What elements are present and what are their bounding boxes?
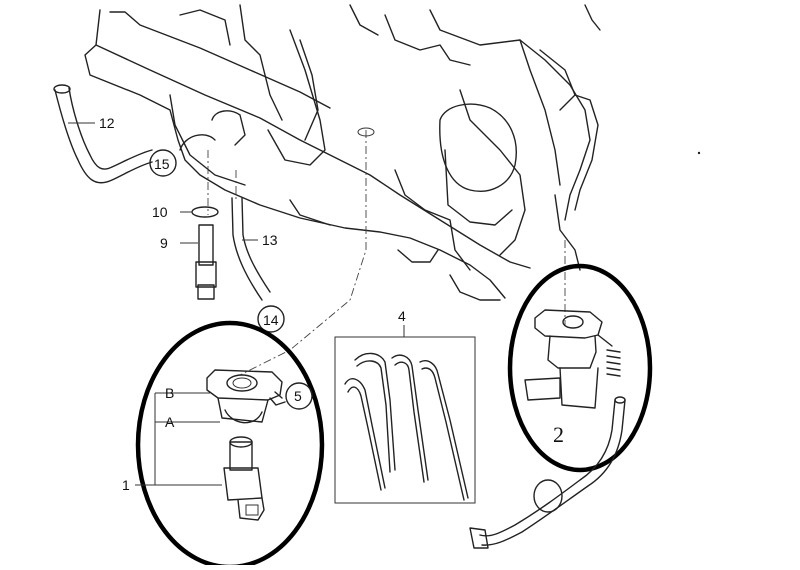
label-2: 2 xyxy=(553,422,564,447)
engine-housing xyxy=(84,4,601,301)
label-14: 14 xyxy=(263,312,279,328)
highlight-oval-2 xyxy=(507,263,653,473)
label-5: 5 xyxy=(294,388,302,404)
label-10: 10 xyxy=(152,204,168,220)
label-13: 13 xyxy=(262,232,278,248)
hose-set-part-4: 4 xyxy=(334,308,476,504)
label-B: B xyxy=(165,385,174,401)
label-A: A xyxy=(165,414,175,430)
label-4: 4 xyxy=(398,308,406,324)
label-12: 12 xyxy=(99,115,115,131)
sensor-part-9: 10 9 xyxy=(152,204,219,300)
label-9: 9 xyxy=(160,235,168,251)
hose-set-box xyxy=(334,336,476,504)
hose-part-13: 13 14 xyxy=(231,197,285,333)
label-15: 15 xyxy=(154,156,170,172)
valve-assembly-part-1: 5 B A 1 xyxy=(122,320,325,570)
hose-part-12: 12 15 xyxy=(53,84,177,184)
valve-assembly-part-2: 2 xyxy=(507,263,653,473)
hose-lower xyxy=(469,396,626,549)
label-1: 1 xyxy=(122,477,130,493)
